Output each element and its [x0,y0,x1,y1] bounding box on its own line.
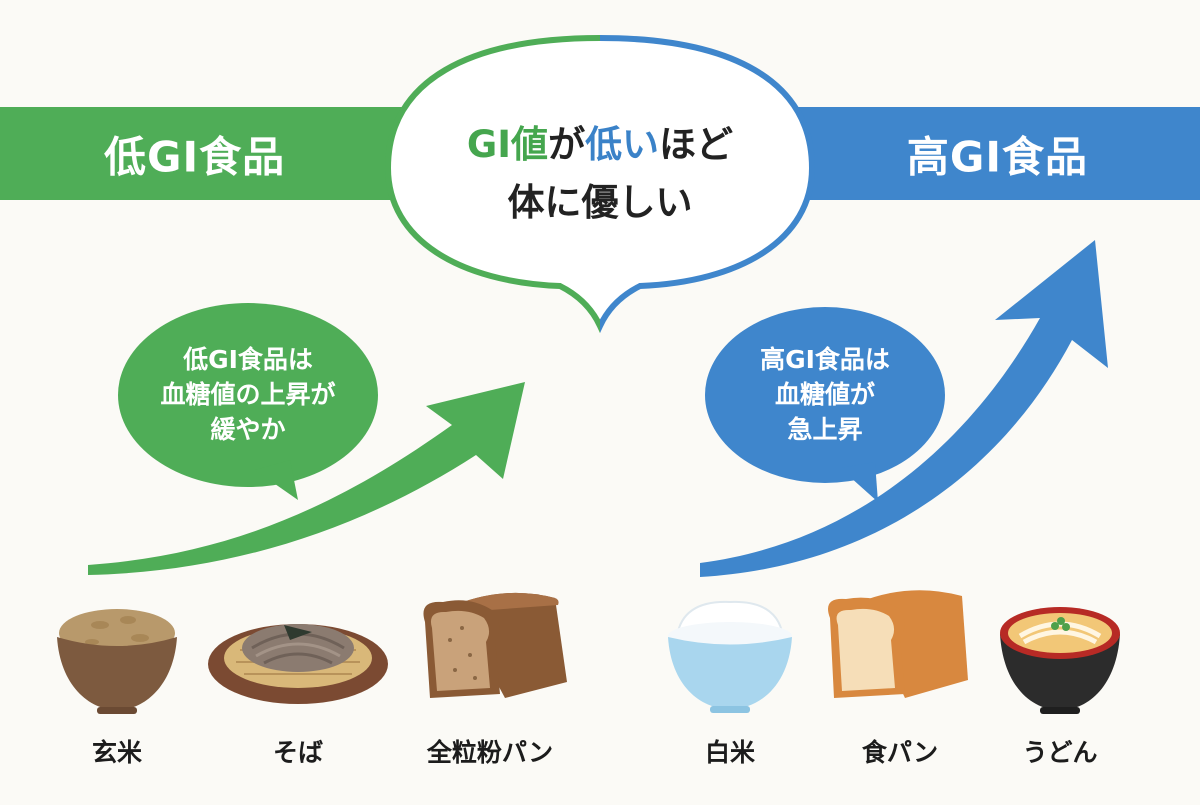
high-gi-rise-arrow [700,240,1108,577]
high-gi-bubble-line2: 血糖値が [774,380,875,409]
main-message-low: 低い [585,123,660,166]
main-message-particle: が [548,123,586,166]
food-label-white-rice: 白米 [704,738,755,767]
brown-rice-bowl-icon [57,609,177,714]
high-gi-banner-title: 高GI食品 [906,132,1088,181]
soba-plate-icon [208,624,388,704]
main-message-line2: 体に優しい [507,181,693,224]
low-gi-rise-arrow [88,382,525,575]
high-gi-bubble-text: 高GI食品は 血糖値が 急上昇 [705,342,945,447]
main-message: GI値が低いほど 体に優しい [400,116,800,232]
high-gi-bubble-line3: 急上昇 [787,415,863,444]
low-gi-bubble-line1: 低GI食品は [183,345,313,374]
main-message-gi-value: GI値 [466,123,549,166]
low-gi-banner-title: 低GI食品 [104,132,286,181]
food-label-brown-rice: 玄米 [91,738,142,767]
udon-bowl-icon [1000,607,1120,714]
main-message-hodo: ほど [659,123,734,166]
high-gi-speech-bubble [705,307,945,502]
white-rice-bowl-icon [668,600,792,713]
food-label-whole-wheat-bread: 全粒粉パン [426,738,554,767]
low-gi-bubble-text: 低GI食品は 血糖値の上昇が 緩やか [128,342,368,447]
low-gi-bubble-line3: 緩やか [210,415,286,444]
food-label-soba: そば [272,738,323,767]
food-label-udon: うどん [1022,738,1098,767]
low-gi-speech-bubble [118,303,378,500]
whole-wheat-bread-icon [423,592,567,698]
food-label-white-bread: 食パン [861,738,939,767]
low-gi-bubble-line2: 血糖値の上昇が [160,380,336,409]
main-message-line1: GI値が低いほど [400,116,800,174]
high-gi-bubble-line1: 高GI食品は [760,345,890,374]
white-bread-icon [828,590,968,698]
